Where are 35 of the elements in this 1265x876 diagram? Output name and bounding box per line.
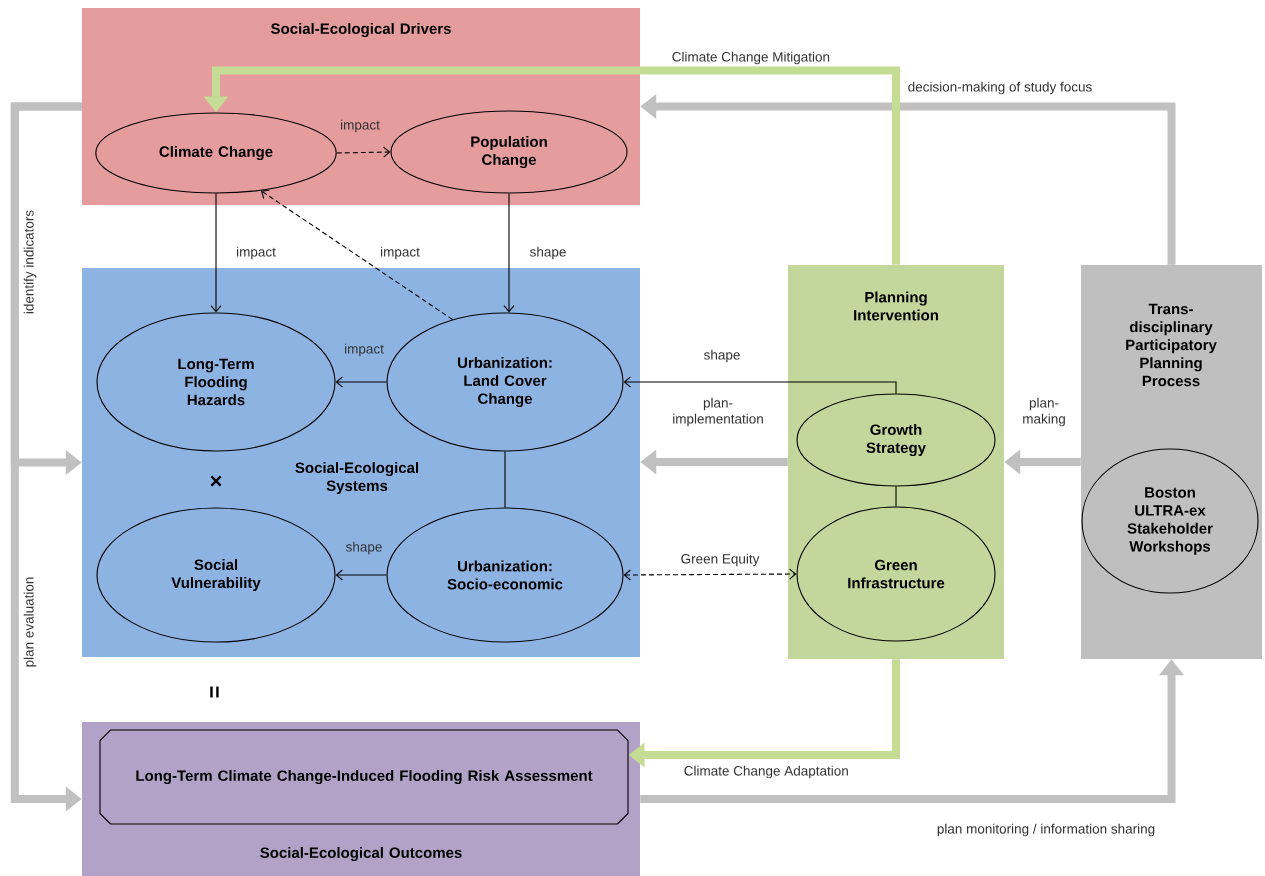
edge-label: decision-making of study focus: [908, 81, 1092, 95]
ellipse-node: Green Infrastructure: [796, 506, 996, 642]
arrow: [260, 189, 454, 321]
edge-label: plan- implementation: [673, 397, 763, 427]
ellipse-node: Climate Change: [95, 112, 337, 194]
arrow: [623, 376, 897, 394]
edge-label: Climate Change Adaptation: [684, 765, 848, 779]
edge-label: identify indicators: [23, 210, 37, 314]
arrow: [503, 193, 515, 313]
ellipse-node: Population Change: [390, 110, 628, 194]
ellipse-node: Boston ULTRA-ex Stakeholder Workshops: [1081, 448, 1259, 594]
arrow: [210, 193, 222, 313]
arrow: [336, 146, 391, 158]
edge-label: impact: [237, 246, 276, 260]
edge-label: Climate Change Mitigation: [672, 51, 830, 65]
edge-label: impact: [341, 119, 380, 133]
edge-label: impact: [381, 246, 420, 260]
edge-label: shape: [704, 349, 740, 363]
edge-label: plan monitoring / information sharing: [937, 823, 1155, 837]
ellipse-node: Long-Term Flooding Hazards: [96, 312, 336, 452]
edge-label: shape: [346, 541, 382, 555]
ellipse-node: Urbanization: Socio-economic: [386, 507, 624, 643]
ellipse-node: Social Vulnerability: [96, 507, 336, 643]
arrow: [335, 376, 387, 388]
edge-label: plan evaluation: [23, 577, 37, 667]
edge-label: impact: [345, 343, 384, 357]
operator-sign: ×: [210, 475, 222, 487]
arrow: [335, 569, 387, 581]
operator-sign: =: [210, 686, 219, 698]
ellipse-node: Urbanization: Land Cover Change: [386, 312, 624, 452]
edge-label: shape: [530, 246, 566, 260]
ellipse-node: Growth Strategy: [796, 393, 996, 487]
edge-label: plan- making: [1023, 397, 1065, 427]
arrow: [623, 568, 797, 581]
edge-label: Green Equity: [681, 553, 760, 567]
